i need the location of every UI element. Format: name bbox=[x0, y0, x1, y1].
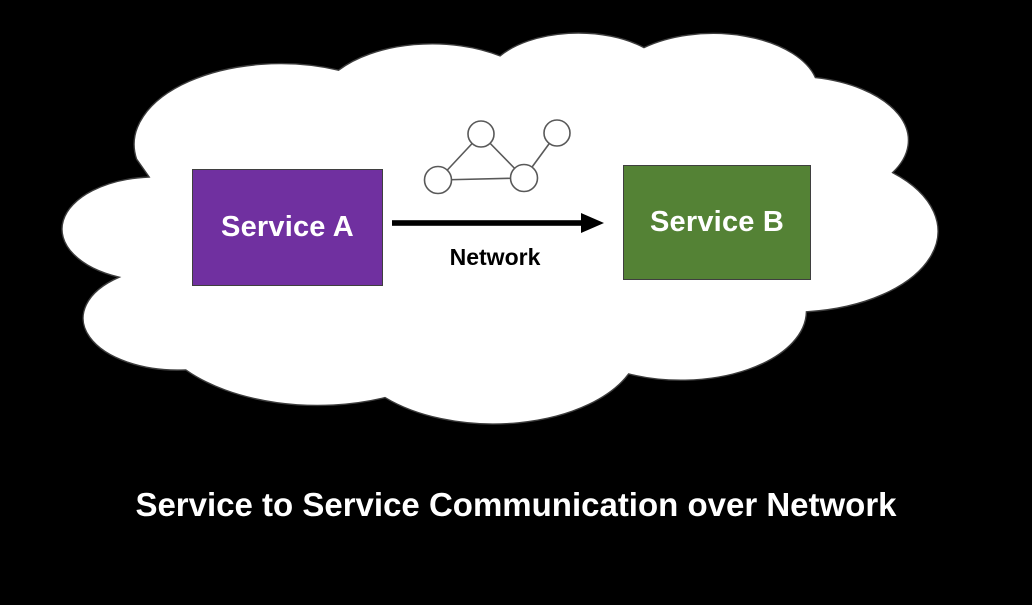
network-node bbox=[467, 120, 495, 148]
arrow-shaft bbox=[392, 220, 583, 226]
cloud-outline bbox=[62, 33, 938, 424]
arrow-head bbox=[581, 213, 604, 233]
diagram-caption: Service to Service Communication over Ne… bbox=[135, 486, 897, 523]
service-b-label: Service B bbox=[650, 206, 784, 238]
network-arrow-label: Network bbox=[449, 244, 541, 270]
network-graph-icon bbox=[423, 119, 571, 195]
service-a-box: Service A bbox=[192, 169, 383, 286]
arrow-a-to-b bbox=[392, 213, 604, 233]
cloud-shape bbox=[62, 33, 938, 424]
network-node bbox=[509, 163, 539, 193]
service-a-label: Service A bbox=[221, 211, 354, 243]
network-node bbox=[543, 119, 571, 147]
network-node bbox=[423, 165, 453, 195]
service-b-box: Service B bbox=[623, 165, 811, 280]
network-edge bbox=[437, 177, 525, 181]
